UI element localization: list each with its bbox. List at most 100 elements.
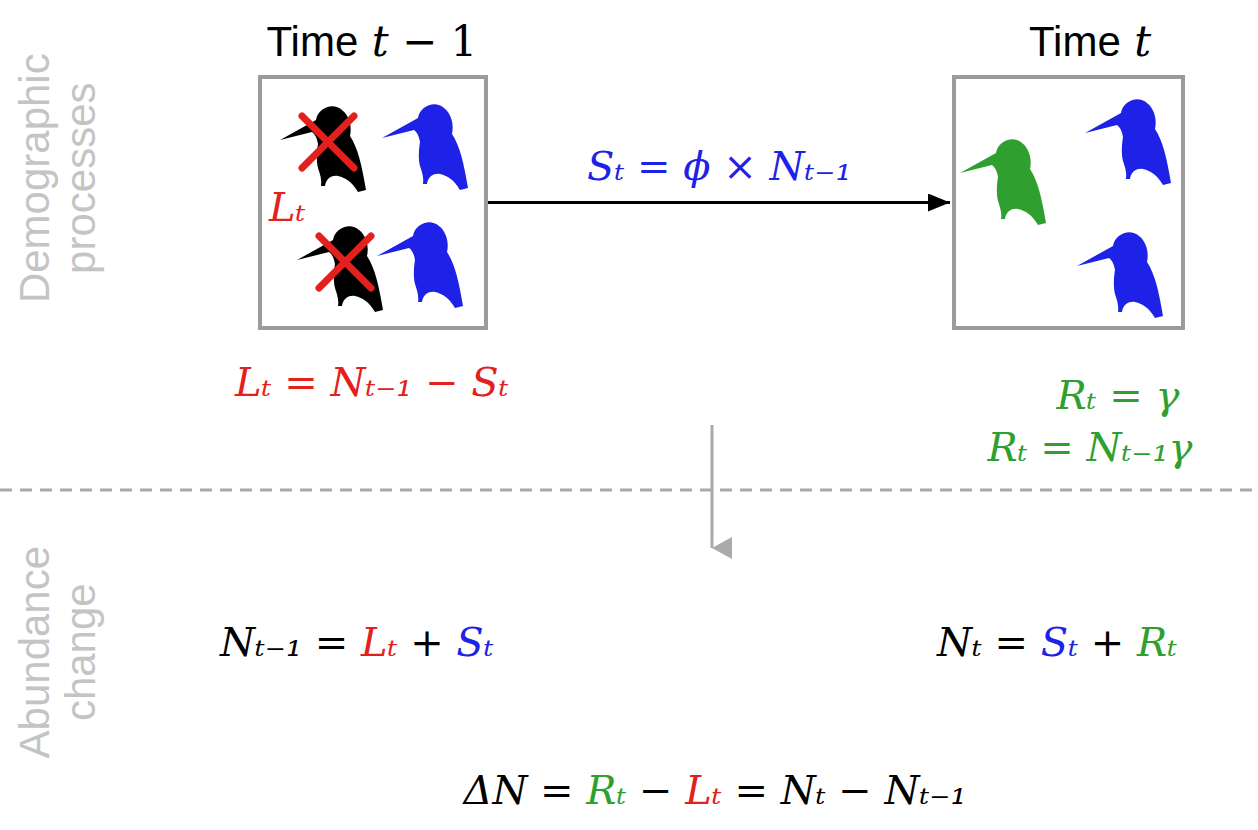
- transition-arrow: [488, 201, 950, 204]
- bird-survivor: [382, 104, 468, 190]
- text-run: Time: [267, 18, 359, 65]
- text-run: −: [425, 359, 459, 405]
- time-heading: Time t − 1: [267, 18, 478, 66]
- text-run: [1121, 17, 1134, 66]
- text-run: =: [315, 619, 349, 665]
- text-run: Time: [1029, 18, 1121, 65]
- text-run: Rₜ: [1057, 372, 1097, 418]
- text-run: −: [838, 767, 872, 813]
- text-run: [389, 17, 402, 66]
- text-run: [982, 619, 995, 665]
- state-box: Time t − 1LₜLₜ = Nₜ₋₁ − Sₜ: [258, 75, 488, 330]
- text-run: [459, 359, 472, 405]
- text-run: t: [372, 17, 389, 66]
- text-run: =: [637, 143, 671, 189]
- text-run: 1: [450, 17, 477, 66]
- text-run: =: [734, 767, 768, 813]
- bird-survivor: [1085, 99, 1171, 185]
- text-run: Nₜ₋₁: [769, 143, 851, 189]
- text-run: Rₜ: [988, 424, 1028, 470]
- text-run: +: [410, 619, 444, 665]
- text-run: [412, 359, 425, 405]
- text-run: Sₜ: [587, 143, 624, 189]
- text-run: [1096, 372, 1109, 418]
- dashed-divider: [0, 489, 1258, 492]
- down-arrow: [711, 425, 714, 548]
- text-run: Rₜ: [586, 767, 626, 813]
- text-run: [302, 619, 315, 665]
- text-run: [397, 619, 410, 665]
- text-run: Sₜ: [456, 619, 493, 665]
- text-run: Sₜ: [1041, 619, 1078, 665]
- bird-dead: [297, 226, 383, 312]
- text-run: [722, 767, 735, 813]
- cross-mark: [319, 236, 371, 288]
- text-run: ×: [723, 143, 757, 189]
- text-run: [1028, 619, 1041, 665]
- text-run: =: [995, 619, 1029, 665]
- text-run: [1078, 619, 1091, 665]
- text-run: [1027, 424, 1040, 470]
- equation-text: Nₜ₋₁ = Lₜ + Sₜ: [220, 619, 494, 665]
- equation-text: ΔN = Rₜ − Lₜ = Nₜ − Nₜ₋₁: [464, 767, 967, 813]
- text-run: [1124, 619, 1137, 665]
- text-run: [768, 767, 781, 813]
- equation-text: Rₜ = Nₜ₋₁γ: [988, 424, 1193, 470]
- equation-text: Nₜ = Sₜ + Rₜ: [937, 619, 1177, 665]
- text-run: −: [402, 17, 437, 66]
- text-run: [348, 619, 361, 665]
- text-run: [872, 767, 885, 813]
- text-run: =: [540, 767, 574, 813]
- text-run: Lₜ: [269, 184, 305, 230]
- text-run: γ: [1155, 372, 1179, 418]
- equation-text: Rₜ = γ: [1057, 372, 1180, 418]
- text-run: Nₜ₋₁: [885, 767, 967, 813]
- text-run: +: [1091, 619, 1125, 665]
- text-run: Nₜ₋₁: [220, 619, 302, 665]
- text-run: Nₜ: [781, 767, 826, 813]
- text-run: [671, 143, 684, 189]
- text-run: Sₜ: [471, 359, 508, 405]
- text-run: [574, 767, 587, 813]
- text-run: ϕ: [683, 143, 710, 189]
- bird-recruit: [960, 139, 1046, 225]
- text-run: Lₜ: [235, 359, 271, 405]
- text-run: Lₜ: [361, 619, 397, 665]
- bird-survivor: [377, 222, 463, 308]
- text-run: [318, 359, 331, 405]
- text-run: ΔN: [464, 767, 528, 813]
- text-run: [271, 359, 284, 405]
- text-run: t: [1134, 17, 1151, 66]
- bird-dead: [280, 106, 366, 192]
- text-run: Nₜ: [937, 619, 982, 665]
- equation-text: Lₜ: [269, 184, 305, 230]
- text-run: [437, 17, 450, 66]
- section-label: Abundance change: [12, 502, 104, 802]
- text-run: [673, 767, 686, 813]
- text-run: [826, 767, 839, 813]
- text-run: −: [639, 767, 673, 813]
- text-run: [527, 767, 540, 813]
- text-run: [444, 619, 457, 665]
- text-run: =: [284, 359, 318, 405]
- text-run: [1074, 424, 1087, 470]
- text-run: Rₜ: [1137, 619, 1177, 665]
- cross-mark: [302, 116, 354, 168]
- edge-label: Sₜ = ϕ × Nₜ₋₁: [587, 143, 851, 189]
- text-run: =: [1109, 372, 1143, 418]
- text-run: [710, 143, 723, 189]
- cross-mark: [302, 116, 354, 168]
- section-label: Demographic processes: [12, 28, 104, 328]
- state-box: Time tRₜ = γRₜ = Nₜ₋₁γ: [952, 75, 1185, 330]
- bird-survivor: [1077, 232, 1163, 318]
- text-run: [757, 143, 770, 189]
- text-run: [624, 143, 637, 189]
- text-run: [358, 17, 371, 66]
- equation-text: Lₜ = Nₜ₋₁ − Sₜ: [235, 359, 509, 405]
- time-heading: Time t: [1029, 18, 1151, 66]
- text-run: Nₜ₋₁: [330, 359, 412, 405]
- text-run: =: [1040, 424, 1074, 470]
- text-run: Nₜ₋₁γ: [1086, 424, 1192, 470]
- cross-mark: [319, 236, 371, 288]
